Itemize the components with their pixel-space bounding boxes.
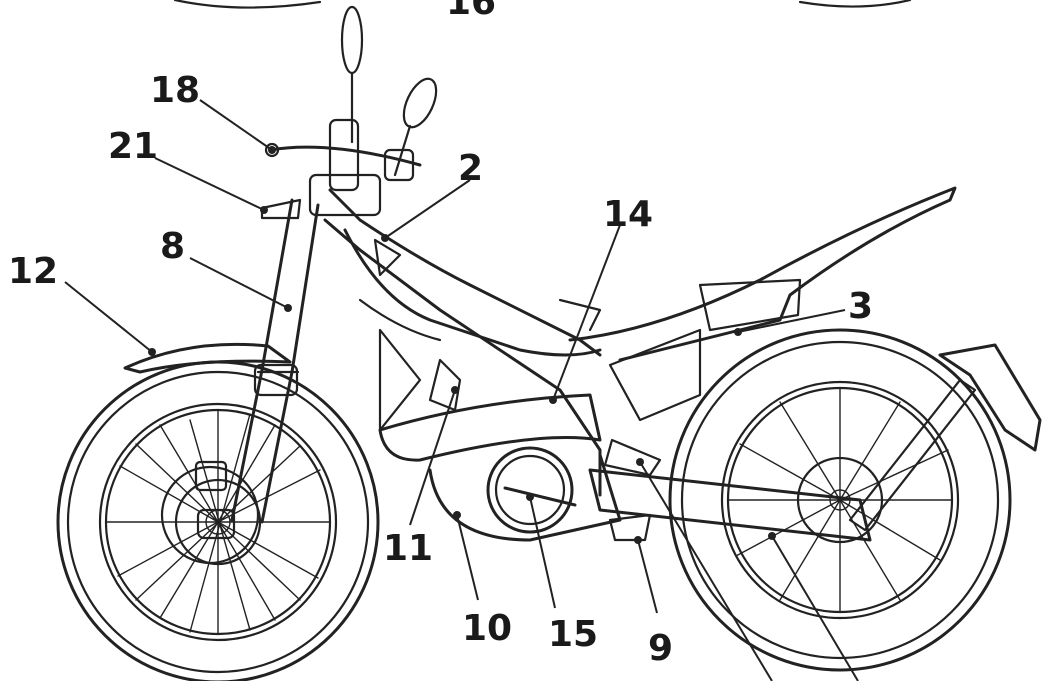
leader-14-dot [549,396,557,404]
front-wheel [56,360,380,684]
swingarm [588,468,872,542]
top-right-outline [798,0,912,8]
label-9: 9 [648,628,673,669]
leader-18-dot [268,146,276,154]
label-11: 11 [383,528,433,569]
rear-fender [938,343,1042,452]
leader-21-dot [260,206,268,214]
label-21: 21 [108,126,158,167]
leader-18 [199,99,273,151]
front-fork [196,198,320,540]
leader-9-dot [634,536,642,544]
leader-2 [384,179,471,239]
label-18: 18 [150,70,200,111]
leader-bottom-b [771,535,859,682]
leader-21 [154,157,265,211]
leader-bottom-a-dot [636,458,644,466]
leader-3 [737,309,846,333]
label-10: 10 [462,608,512,649]
leader-8-dot [284,304,292,312]
leader-9 [637,539,658,614]
label-14: 14 [603,194,653,235]
label-3: 3 [848,286,873,327]
footpeg [608,513,652,542]
leader-11-dot [451,386,459,394]
leader-bottom-b-dot [768,532,776,540]
leader-3-dot [734,328,742,336]
leader-8 [189,257,289,309]
label-8: 8 [160,226,185,267]
callout-labels: 16 18 21 2 14 8 12 3 11 10 15 9 [8,0,873,669]
leader-2-dot [381,234,389,242]
leader-10 [456,514,479,601]
label-2: 2 [458,148,483,189]
motorcycle-illustration [56,0,1042,684]
rear-strut [848,378,977,532]
leader-15-dot [526,493,534,501]
label-15: 15 [548,614,598,655]
leader-12 [64,281,153,353]
leader-10-dot [453,511,461,519]
label-16: 16 [446,0,496,23]
leader-bottom-a [639,461,773,682]
leader-14 [552,224,621,401]
seat-and-tail [568,186,957,477]
rear-wheel [668,328,1012,672]
handlebar-assembly [260,5,438,220]
front-fender [123,342,292,374]
engine [378,358,622,542]
leader-12-dot [148,348,156,356]
leader-lines [64,99,859,682]
label-12: 12 [8,251,58,292]
top-left-outline [173,0,322,9]
leader-11 [409,389,456,526]
leader-15 [529,496,556,609]
